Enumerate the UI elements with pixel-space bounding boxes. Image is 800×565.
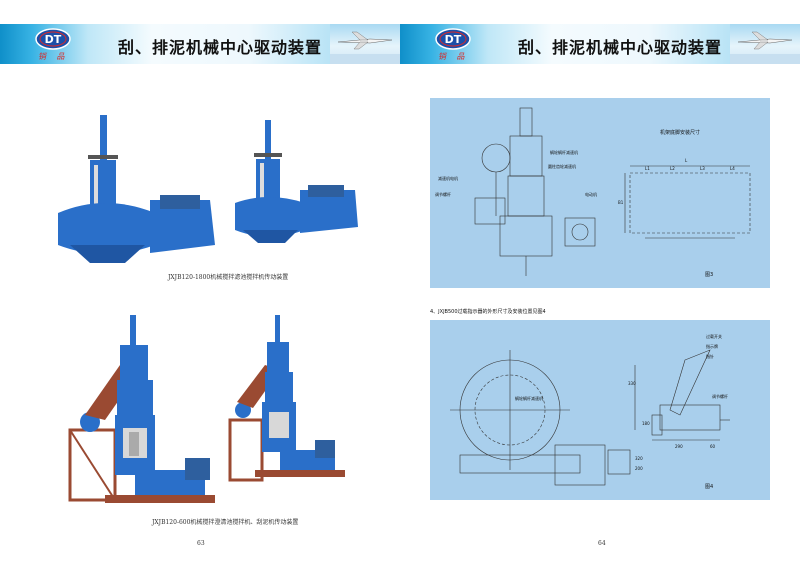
figure-4-note: 指针 (706, 353, 714, 359)
logo-subtext: 销 品 (438, 52, 469, 61)
dim-label: 200 (635, 466, 643, 471)
dim-label: 330 (628, 381, 636, 386)
dim-label: B1 (618, 200, 624, 205)
page-number-left: 63 (197, 540, 205, 547)
figure-3-note: 调节螺杆 (435, 191, 451, 197)
dim-label: 290 (675, 444, 683, 449)
company-logo: DT (35, 28, 71, 50)
figure-4-drawing: 蜗轮蜗杆减速机 过载开关 指示牌 指针 调节螺杆 330 180 290 60 … (430, 320, 770, 500)
logo-text: DT (445, 33, 462, 46)
figure-3-drawing: 机架底脚安装尺寸 蜗轮蜗杆减速机 减速机电机 圆柱齿轮减速机 电动机 调节螺杆 … (430, 98, 770, 288)
logo-subtext: 销 品 (38, 52, 69, 61)
figure-4-note: 过载开关 (706, 333, 722, 339)
airplane-photo (730, 24, 800, 64)
figure-3-note: 电动机 (585, 191, 597, 197)
dim-label: 320 (635, 456, 643, 461)
header-banner: DT 销 品 刮、排泥机械中心驱动装置 (0, 24, 400, 64)
figure-3-title: 机架底脚安装尺寸 (660, 129, 700, 136)
caption-top: JXJB120-1800机械搅拌滤池搅拌机传动装置 (168, 274, 289, 281)
dim-label: 180 (642, 421, 650, 426)
figure-4-note: 调节螺杆 (712, 393, 728, 399)
dim-label: L3 (700, 166, 705, 171)
section-heading: 4、JXJB500过载指示器的外形尺寸及安装位置见图4 (430, 309, 546, 315)
figure-4-note: 蜗轮蜗杆减速机 (515, 395, 543, 401)
airplane-photo (330, 24, 400, 64)
company-logo: DT (435, 28, 471, 50)
logo-text: DT (45, 33, 62, 46)
dim-label: L2 (670, 166, 675, 171)
dim-label: 60 (710, 444, 716, 449)
figure-4-label: 图4 (705, 484, 713, 490)
figure-3-note: 圆柱齿轮减速机 (548, 163, 576, 169)
machine-photo-top (58, 115, 358, 263)
dim-label: L (685, 158, 688, 163)
left-page: DT 销 品 刮、排泥机械中心驱动装置 JX (0, 24, 400, 547)
dim-label: L1 (645, 166, 650, 171)
machine-photo-bottom (68, 315, 345, 503)
figure-4-note: 指示牌 (706, 343, 718, 349)
dim-label: L4 (730, 166, 735, 171)
page-number-right: 64 (598, 540, 606, 547)
page-title: 刮、排泥机械中心驱动装置 (518, 38, 723, 57)
figure-3-note: 减速机电机 (438, 175, 458, 181)
figure-3-note: 蜗轮蜗杆减速机 (550, 149, 578, 155)
header-banner: DT 销 品 刮、排泥机械中心驱动装置 (400, 24, 800, 64)
right-page: DT 销 品 刮、排泥机械中心驱动装置 (400, 0, 800, 565)
figure-3-label: 图3 (705, 272, 713, 278)
caption-bottom: JXJB120-600机械搅拌澄清池搅拌机、刮泥机传动装置 (152, 519, 299, 526)
page-title: 刮、排泥机械中心驱动装置 (118, 38, 323, 57)
